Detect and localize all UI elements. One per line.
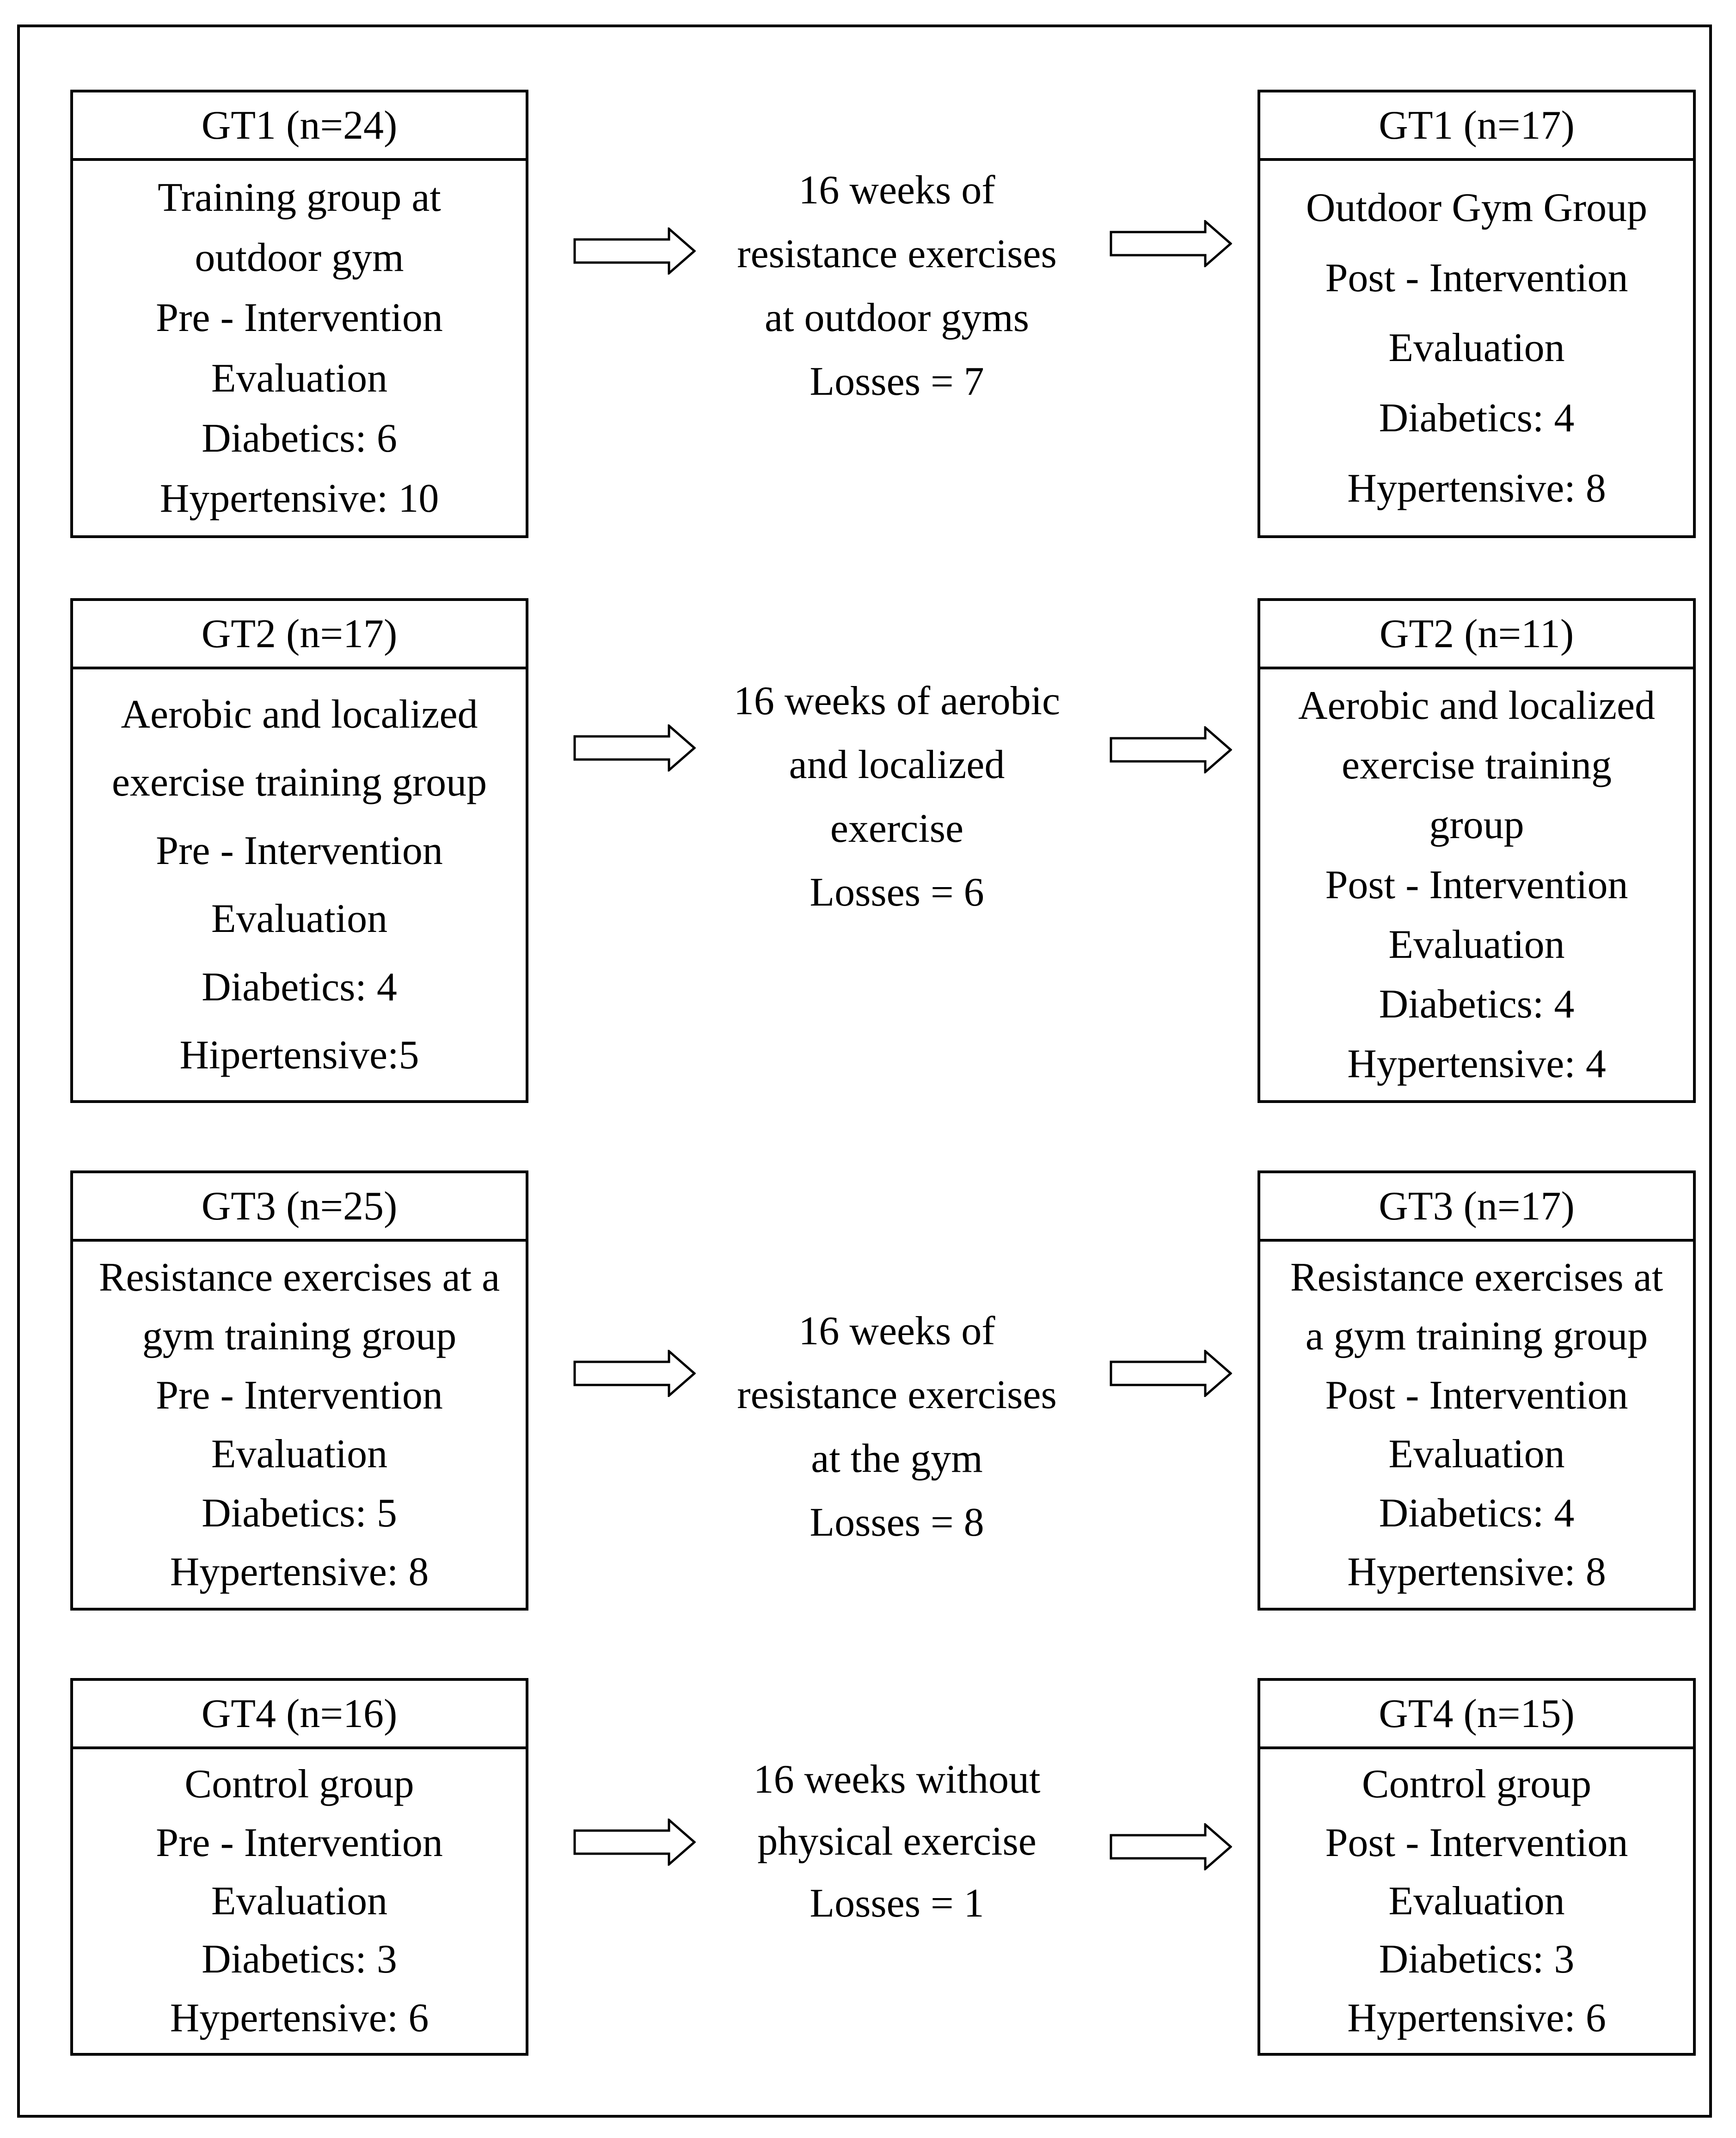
box-header-gt2-post: GT2 (n=11): [1260, 601, 1693, 669]
box-body-gt3-post: Resistance exercises at a gym training gr…: [1260, 1242, 1693, 1608]
text-line: Hypertensive: 6: [1347, 1995, 1606, 2040]
text-line: outdoor gym: [195, 235, 404, 281]
text-line: Training group at: [158, 175, 441, 221]
text-line: Evaluation: [211, 896, 388, 942]
text-line: Pre - Intervention: [156, 828, 443, 873]
text-line: a gym training group: [1305, 1314, 1648, 1359]
right-arrow-icon: [573, 1819, 696, 1866]
text-line: Diabetics: 3: [1379, 1937, 1575, 1982]
text-line: resistance exercises: [737, 1372, 1057, 1417]
box-header-gt1-post: GT1 (n=17): [1260, 92, 1693, 161]
right-arrow-icon: [1110, 1823, 1232, 1870]
text-line: gym training group: [142, 1314, 457, 1359]
text-line: Pre - Intervention: [156, 295, 443, 341]
box-body-gt2-pre: Aerobic and localized exercise training g…: [73, 669, 526, 1100]
text-line: physical exercise: [757, 1819, 1037, 1864]
right-arrow-icon: [573, 724, 696, 772]
text-line: Control group: [1362, 1762, 1592, 1807]
intervention-text-gt3: 16 weeks of resistance exercises at the gy…: [666, 1300, 1128, 1553]
text-line: Diabetics: 4: [1379, 396, 1575, 441]
right-arrow-icon: [573, 1350, 696, 1397]
right-arrow-icon: [573, 227, 696, 275]
text-line: Post - Intervention: [1325, 1372, 1628, 1418]
text-line: Losses = 8: [810, 1500, 984, 1545]
text-line: Diabetics: 5: [202, 1490, 397, 1536]
text-line: Hypertensive: 6: [170, 1995, 429, 2040]
text-line: Evaluation: [1388, 1432, 1565, 1477]
right-arrow-icon: [1110, 726, 1232, 773]
text-line: Losses = 1: [810, 1881, 984, 1926]
text-line: Post - Intervention: [1325, 862, 1628, 907]
text-line: Aerobic and localized: [121, 692, 478, 737]
text-line: Diabetics: 4: [1379, 1490, 1575, 1536]
text-line: Diabetics: 4: [202, 964, 397, 1010]
text-line: Diabetics: 6: [202, 416, 397, 461]
text-line: Hypertensive: 8: [170, 1550, 429, 1595]
text-line: Evaluation: [1388, 1878, 1565, 1924]
text-line: Evaluation: [211, 1432, 388, 1477]
text-line: Losses = 7: [810, 359, 984, 404]
text-line: exercise training: [1342, 743, 1612, 788]
text-line: 16 weeks without: [753, 1757, 1041, 1802]
box-header-gt1-pre: GT1 (n=24): [73, 92, 526, 161]
text-line: exercise training group: [111, 760, 487, 805]
text-line: Resistance exercises at: [1290, 1255, 1663, 1300]
box-header-gt2-pre: GT2 (n=17): [73, 601, 526, 669]
intervention-text-gt2: 16 weeks of aerobic and localized exercise…: [666, 670, 1128, 923]
intervention-text-gt1: 16 weeks of resistance exercises at outdoo…: [666, 159, 1128, 412]
pre-intervention-box-gt2: GT2 (n=17) Aerobic and localized exercise…: [70, 598, 528, 1103]
text-line: Aerobic and localized: [1298, 683, 1656, 729]
text-line: Hypertensive: 4: [1347, 1041, 1606, 1086]
text-line: Evaluation: [1388, 325, 1565, 371]
post-intervention-box-gt3: GT3 (n=17) Resistance exercises at a gym …: [1258, 1170, 1696, 1611]
text-line: Hypertensive: 10: [159, 476, 439, 521]
text-line: Post - Intervention: [1325, 255, 1628, 300]
text-line: Diabetics: 4: [1379, 981, 1575, 1027]
box-header-gt3-pre: GT3 (n=25): [73, 1173, 526, 1242]
right-arrow-icon: [1110, 220, 1232, 267]
box-header-gt4-post: GT4 (n=15): [1260, 1681, 1693, 1749]
box-header-gt4-pre: GT4 (n=16): [73, 1681, 526, 1749]
text-line: Outdoor Gym Group: [1306, 185, 1648, 230]
post-intervention-box-gt2: GT2 (n=11) Aerobic and localized exercise…: [1258, 598, 1696, 1103]
text-line: at outdoor gyms: [765, 295, 1029, 340]
text-line: exercise: [830, 806, 964, 851]
text-line: Evaluation: [1388, 922, 1565, 967]
text-line: group: [1429, 803, 1524, 848]
text-line: Pre - Intervention: [156, 1820, 443, 1865]
text-line: Control group: [184, 1762, 414, 1807]
text-line: Hypertensive: 8: [1347, 466, 1606, 511]
text-line: 16 weeks of aerobic: [733, 678, 1061, 723]
text-line: resistance exercises: [737, 231, 1057, 276]
pre-intervention-box-gt3: GT3 (n=25) Resistance exercises at a gym …: [70, 1170, 528, 1611]
text-line: Pre - Intervention: [156, 1372, 443, 1418]
text-line: 16 weeks of: [798, 167, 995, 213]
right-arrow-icon: [1110, 1350, 1232, 1397]
box-body-gt2-post: Aerobic and localized exercise training gr…: [1260, 669, 1693, 1100]
text-line: Evaluation: [211, 355, 388, 401]
box-body-gt3-pre: Resistance exercises at a gym training gr…: [73, 1242, 526, 1608]
text-line: and localized: [789, 742, 1005, 787]
text-line: 16 weeks of: [798, 1308, 995, 1354]
box-header-gt3-post: GT3 (n=17): [1260, 1173, 1693, 1242]
text-line: Hipertensive:5: [179, 1033, 419, 1078]
text-line: Losses = 6: [810, 870, 984, 915]
text-line: Hypertensive: 8: [1347, 1550, 1606, 1595]
text-line: Evaluation: [211, 1878, 388, 1924]
text-line: Post - Intervention: [1325, 1820, 1628, 1865]
text-line: at the gym: [811, 1436, 983, 1481]
text-line: Resistance exercises at a: [98, 1255, 500, 1300]
text-line: Diabetics: 3: [202, 1937, 397, 1982]
